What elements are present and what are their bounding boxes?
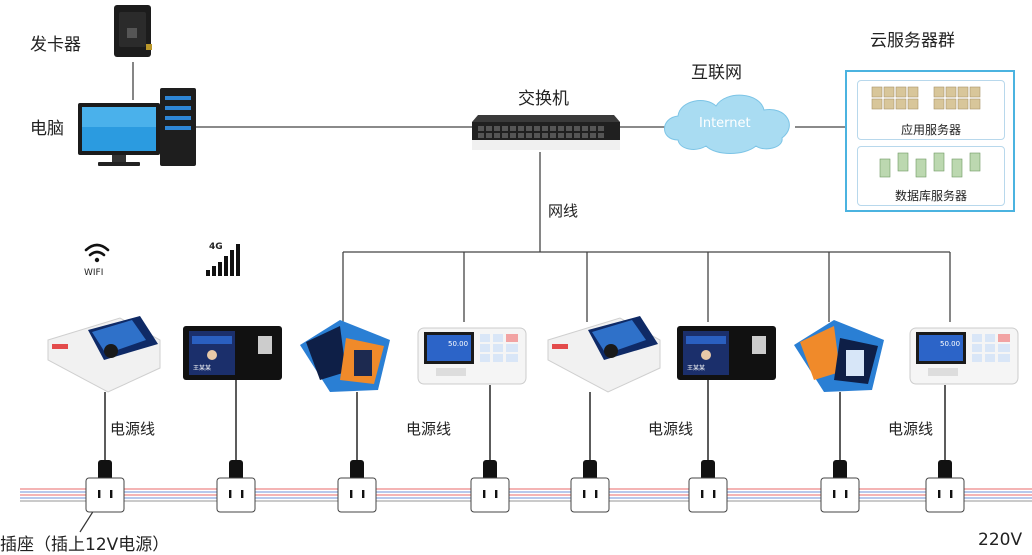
power-cable-label-2: 电源线	[406, 420, 452, 438]
app-server-label: 应用服务器	[900, 123, 961, 137]
terminal-2-name: 王某某	[193, 365, 212, 372]
card-issuer-device	[114, 5, 152, 57]
card-issuer-label: 发卡器	[30, 35, 81, 55]
db-server-box: 数据库服务器	[857, 146, 1005, 206]
internet-text: Internet	[699, 116, 751, 131]
socket-6	[688, 460, 728, 513]
db-server-icons	[879, 152, 981, 178]
internet-group-label: 互联网	[691, 63, 742, 83]
power-cable-label-4: 电源线	[888, 420, 934, 438]
socket-1	[85, 460, 125, 513]
terminal-6	[677, 326, 776, 380]
power-cords	[104, 380, 946, 462]
signal-4g-label: 4G	[209, 242, 223, 252]
switch-device	[472, 115, 620, 150]
computer-label: 电脑	[30, 119, 64, 139]
socket-4	[470, 460, 510, 513]
terminal-4-amount: 50.00	[448, 340, 469, 348]
network-cable-label: 网线	[548, 202, 579, 220]
power-wires	[20, 488, 1032, 502]
socket-8	[925, 460, 965, 513]
network-lines	[132, 62, 951, 322]
terminal-7	[794, 320, 884, 392]
app-server-icons	[871, 86, 981, 110]
plugs-and-sockets	[85, 460, 965, 513]
switch-label: 交换机	[518, 89, 569, 109]
terminal-6-name: 王某某	[687, 365, 706, 372]
cloud-group-label: 云服务器群	[870, 31, 955, 51]
terminal-8-amount: 50.00	[940, 340, 961, 348]
terminal-3	[300, 320, 390, 392]
app-server-box: 应用服务器	[857, 80, 1005, 140]
terminal-4	[417, 327, 527, 385]
cloud-server-group-box: 应用服务器 数据库服务器	[845, 70, 1015, 212]
terminal-1	[47, 316, 161, 393]
voltage-label: 220V	[978, 530, 1023, 550]
socket-label: 插座（插上12V电源）	[0, 535, 170, 555]
socket-5	[570, 460, 610, 513]
wifi-icon	[84, 243, 110, 263]
signal-4g-icon	[206, 244, 240, 276]
internet-cloud-icon	[664, 94, 790, 154]
computer-device	[78, 88, 196, 166]
wifi-label: WIFI	[84, 268, 104, 278]
terminal-2	[183, 326, 282, 380]
power-cable-label-3: 电源线	[648, 420, 694, 438]
socket-3	[337, 460, 377, 513]
socket-2	[216, 460, 256, 513]
db-server-label: 数据库服务器	[894, 189, 967, 203]
power-cable-label-1: 电源线	[110, 420, 156, 438]
socket-7	[820, 460, 860, 513]
terminal-8	[909, 327, 1019, 385]
terminal-5	[547, 316, 661, 393]
